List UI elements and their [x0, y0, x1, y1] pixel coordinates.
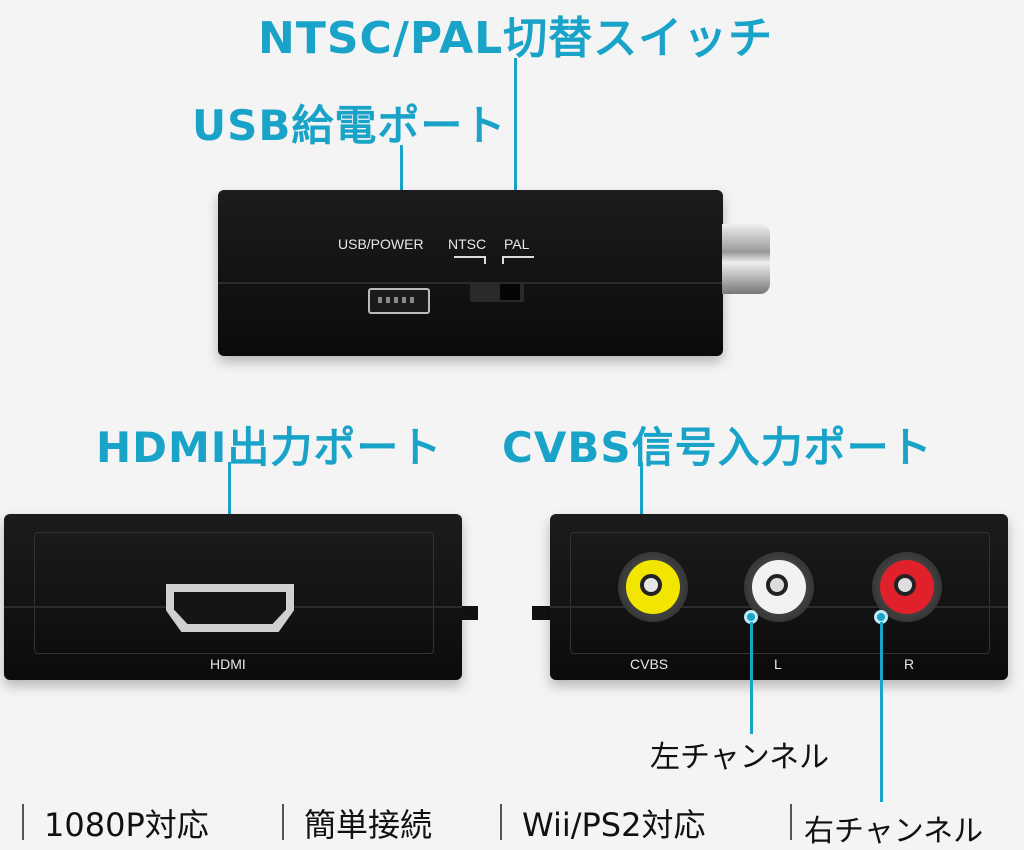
feature-1080p: 1080P対応 — [44, 806, 209, 844]
ntsc-label: NTSC — [448, 236, 487, 252]
yellow-ring — [626, 560, 680, 614]
converter-top-view: USB/POWER NTSC PAL — [218, 190, 723, 356]
hdmi-label: HDMI — [210, 656, 246, 672]
feature-wii-ps2: Wii/PS2対応 — [522, 806, 706, 844]
cvbs-input-port-callout: CVBS信号入力ポート — [502, 423, 933, 472]
jack-hole — [894, 574, 916, 596]
feature-separator — [22, 804, 24, 840]
mini-usb-port[interactable] — [368, 288, 430, 314]
hdmi-panel-border — [34, 532, 434, 654]
converter-rca-side: CVBS L R — [550, 514, 1008, 680]
cvbs-label: CVBS — [630, 656, 669, 672]
rca-side-connector — [722, 224, 770, 294]
feature-separator — [282, 804, 284, 840]
white-ring — [752, 560, 806, 614]
left-channel-callout: 左チャンネル — [650, 740, 830, 775]
hdmi-port[interactable] — [166, 584, 294, 632]
ntsc-pal-switch-callout: NTSC/PAL切替スイッチ — [258, 13, 774, 64]
ntsc-pal-switch[interactable] — [470, 282, 524, 302]
rca-side-stub — [532, 606, 550, 620]
ntsc-pal-callout-line — [514, 58, 517, 280]
usb-power-port-callout: USB給電ポート — [192, 101, 507, 150]
jack-hole — [640, 574, 662, 596]
hdmi-output-port-callout: HDMI出力ポート — [96, 423, 443, 472]
right-channel-callout: 右チャンネル — [804, 814, 984, 849]
r-label: R — [904, 656, 915, 672]
left-channel-callout-line — [750, 622, 753, 734]
switch-bracket-pal — [502, 256, 534, 264]
converter-hdmi-side: HDMI — [4, 514, 462, 680]
right-channel-callout-line — [880, 622, 883, 802]
jack-hole — [766, 574, 788, 596]
usb-port-pins — [378, 297, 418, 303]
switch-bracket — [454, 256, 486, 264]
red-ring — [880, 560, 934, 614]
feature-easy-connect: 簡単接続 — [304, 806, 433, 844]
feature-separator — [790, 804, 792, 840]
hdmi-side-stub — [462, 606, 478, 620]
cvbs-callout-line — [640, 462, 643, 544]
usb-power-label: USB/POWER — [338, 236, 424, 252]
rca-panel-border — [570, 532, 990, 654]
cvbs-rca-jack[interactable] — [618, 552, 688, 622]
l-label: L — [774, 656, 782, 672]
switch-knob — [500, 284, 520, 300]
hdmi-port-inner — [174, 592, 286, 624]
pal-label: PAL — [504, 236, 530, 252]
left-rca-jack[interactable] — [744, 552, 814, 622]
feature-separator — [500, 804, 502, 840]
